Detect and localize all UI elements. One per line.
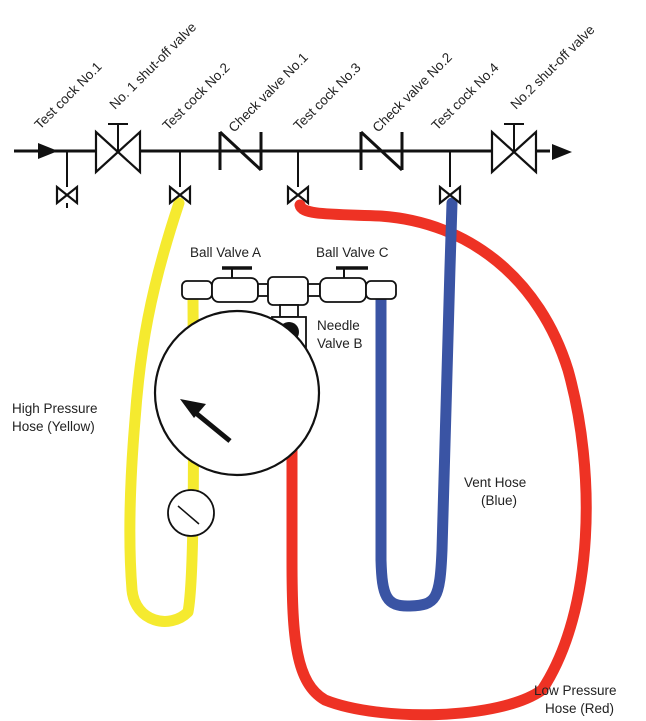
test-cock-2 [168,151,192,206]
label-needle-valve-line1: Needle [317,318,360,333]
label-test-cock-3: Test cock No.3 [291,60,364,133]
test-cock-1 [55,151,79,208]
outlet-flow-arrow [552,144,572,160]
manifold [181,276,397,318]
label-test-cock-1: Test cock No.1 [32,59,105,132]
small-gauge [167,489,215,537]
test-cock-4 [438,151,462,206]
label-needle-valve-line2: Valve B [317,336,363,351]
label-low-pressure-line1: Low Pressure [534,683,617,698]
label-ball-valve-c: Ball Valve C [316,245,389,260]
check-valve-2 [359,130,404,172]
label-high-pressure-line1: High Pressure [12,401,98,416]
vent-hose [375,197,458,612]
inlet-flow-arrow [38,143,58,159]
label-shutoff-valve-2: No.2 shut-off valve [508,22,598,112]
ball-valve-c-handle [336,266,368,278]
pressure-gauge [153,309,321,477]
low-pressure-hose [286,199,592,721]
test-cock-3 [286,151,310,206]
label-ball-valve-a: Ball Valve A [190,245,261,260]
label-low-pressure-line2: Hose (Red) [545,701,614,716]
label-vent-hose-line1: Vent Hose [464,475,526,490]
ball-valve-a-handle [222,266,252,278]
check-valve-1 [218,130,263,172]
label-test-cock-2: Test cock No.2 [160,60,233,133]
shutoff-valve-1 [94,123,142,175]
label-vent-hose-line2: (Blue) [481,493,517,508]
label-high-pressure-line2: Hose (Yellow) [12,419,95,434]
shutoff-valve-2 [490,123,538,175]
